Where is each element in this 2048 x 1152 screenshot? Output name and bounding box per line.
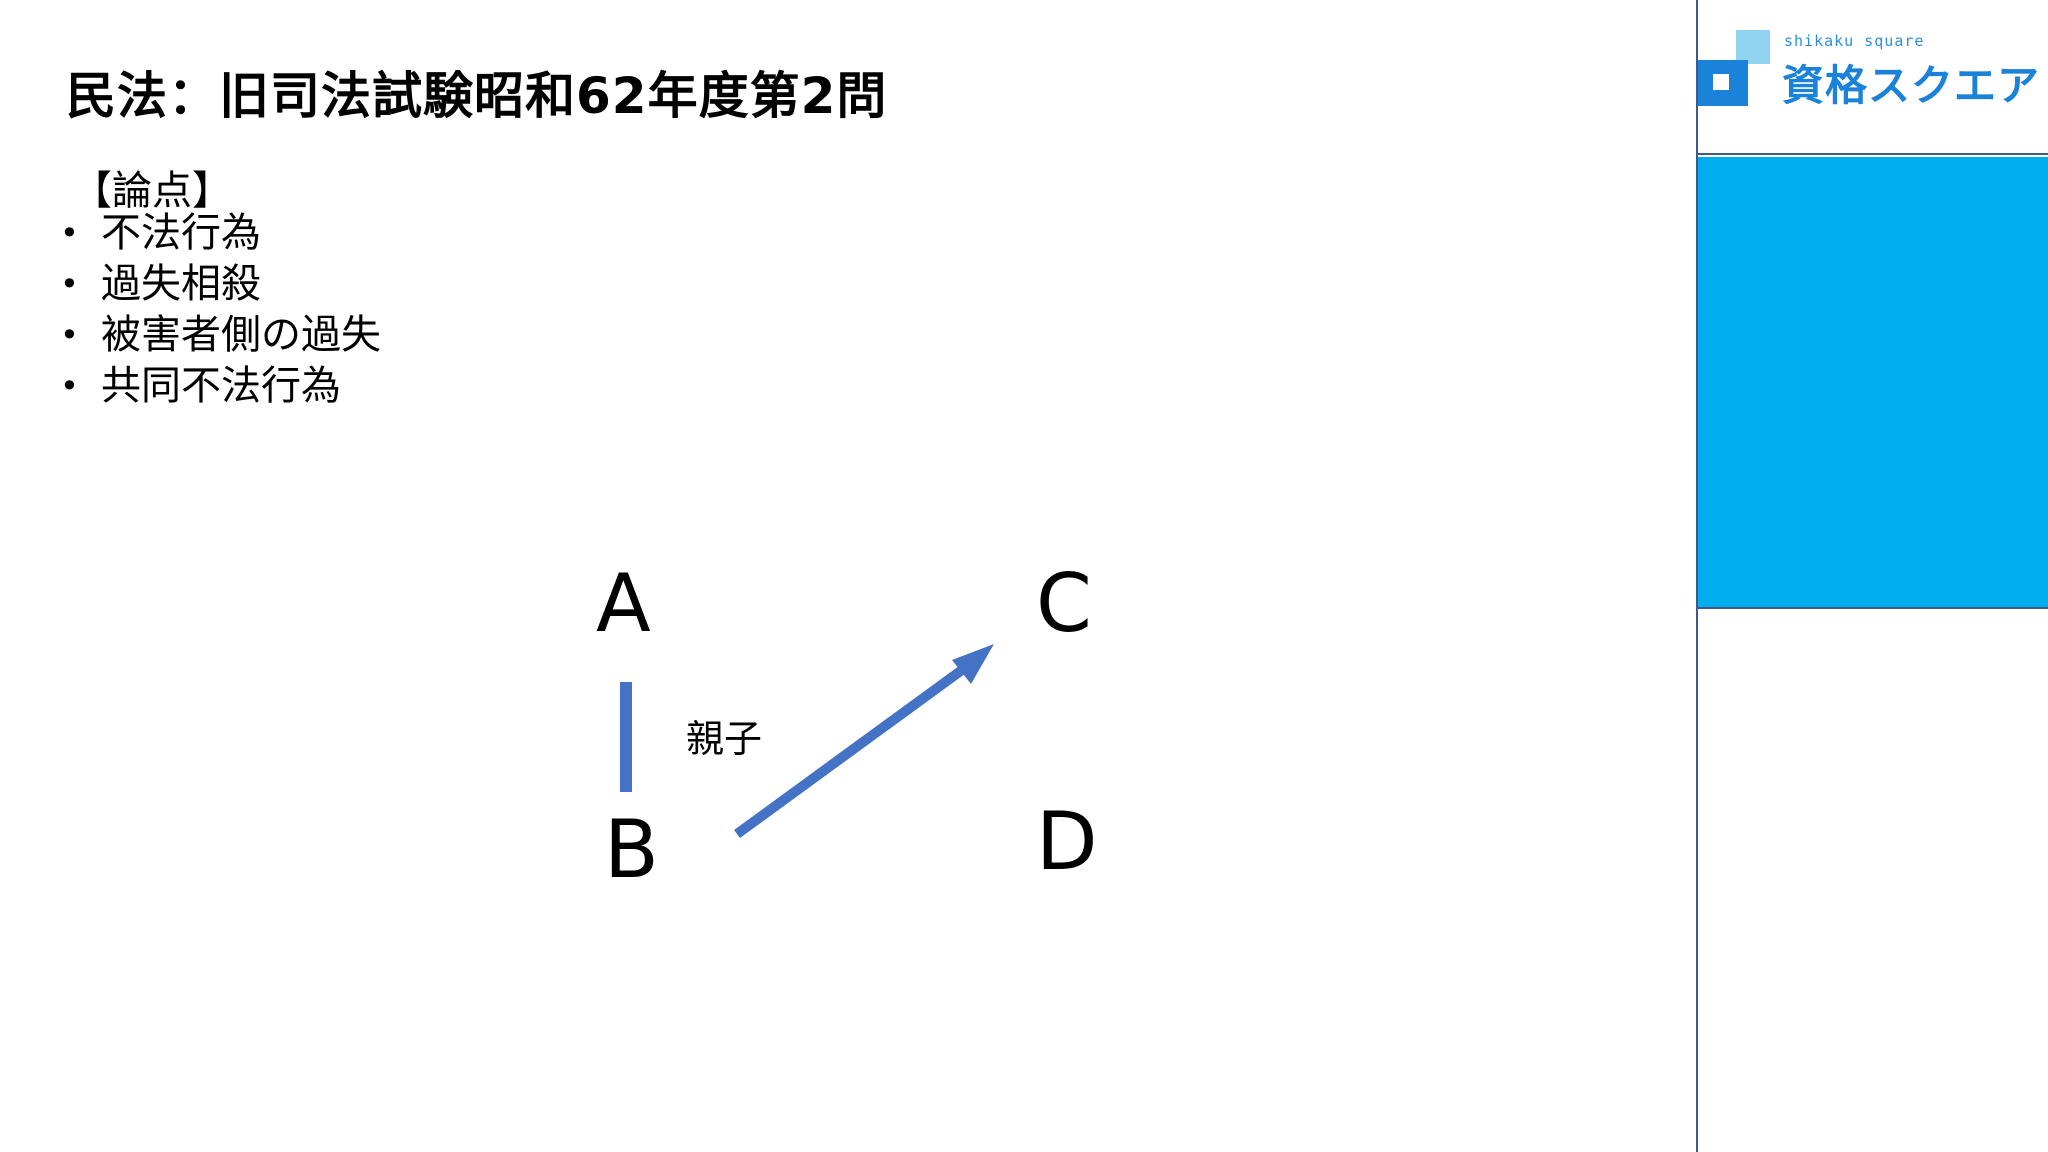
relationship-diagram: A B C D 親子	[596, 557, 1098, 896]
b-to-c-arrow-head-icon	[952, 644, 994, 684]
b-to-c-arrow-shaft	[734, 662, 969, 839]
point-text: 不法行為	[101, 210, 261, 256]
bullet-icon: •	[60, 265, 79, 303]
slide: 民法：旧司法試験昭和62年度第2問 【論点】 • 不法行為 • 過失相殺 • 被…	[60, 67, 1098, 896]
points-heading: 【論点】	[72, 168, 232, 214]
point-item: • 共同不法行為	[60, 361, 381, 412]
point-item: • 被害者側の過失	[60, 310, 381, 361]
diagram-connectors	[620, 644, 994, 839]
logo-subtitle: shikaku square	[1784, 32, 1925, 50]
bullet-icon: •	[60, 316, 79, 354]
node-d: D	[1036, 795, 1098, 888]
point-item: • 不法行為	[60, 208, 381, 259]
point-text: 過失相殺	[101, 261, 261, 307]
node-a: A	[596, 557, 651, 650]
node-b: B	[604, 803, 659, 896]
logo-title: 資格スクエア	[1782, 61, 2041, 110]
point-text: 被害者側の過失	[101, 312, 381, 358]
logo: shikaku square 資格スクエア	[1698, 0, 2048, 155]
point-text: 共同不法行為	[101, 363, 341, 409]
node-c: C	[1036, 557, 1092, 650]
point-item: • 過失相殺	[60, 259, 381, 310]
bullet-icon: •	[60, 214, 79, 252]
bullet-icon: •	[60, 367, 79, 405]
logo-mark-icon	[1698, 30, 1770, 106]
slide-title: 民法：旧司法試験昭和62年度第2問	[66, 67, 888, 125]
points-list: • 不法行為 • 過失相殺 • 被害者側の過失 • 共同不法行為	[60, 208, 381, 412]
accent-block	[1698, 157, 2048, 609]
side-panel: shikaku square 資格スクエア	[1696, 0, 2048, 1152]
relation-label: 親子	[686, 717, 763, 761]
panel-blank-area	[1698, 611, 2048, 1152]
